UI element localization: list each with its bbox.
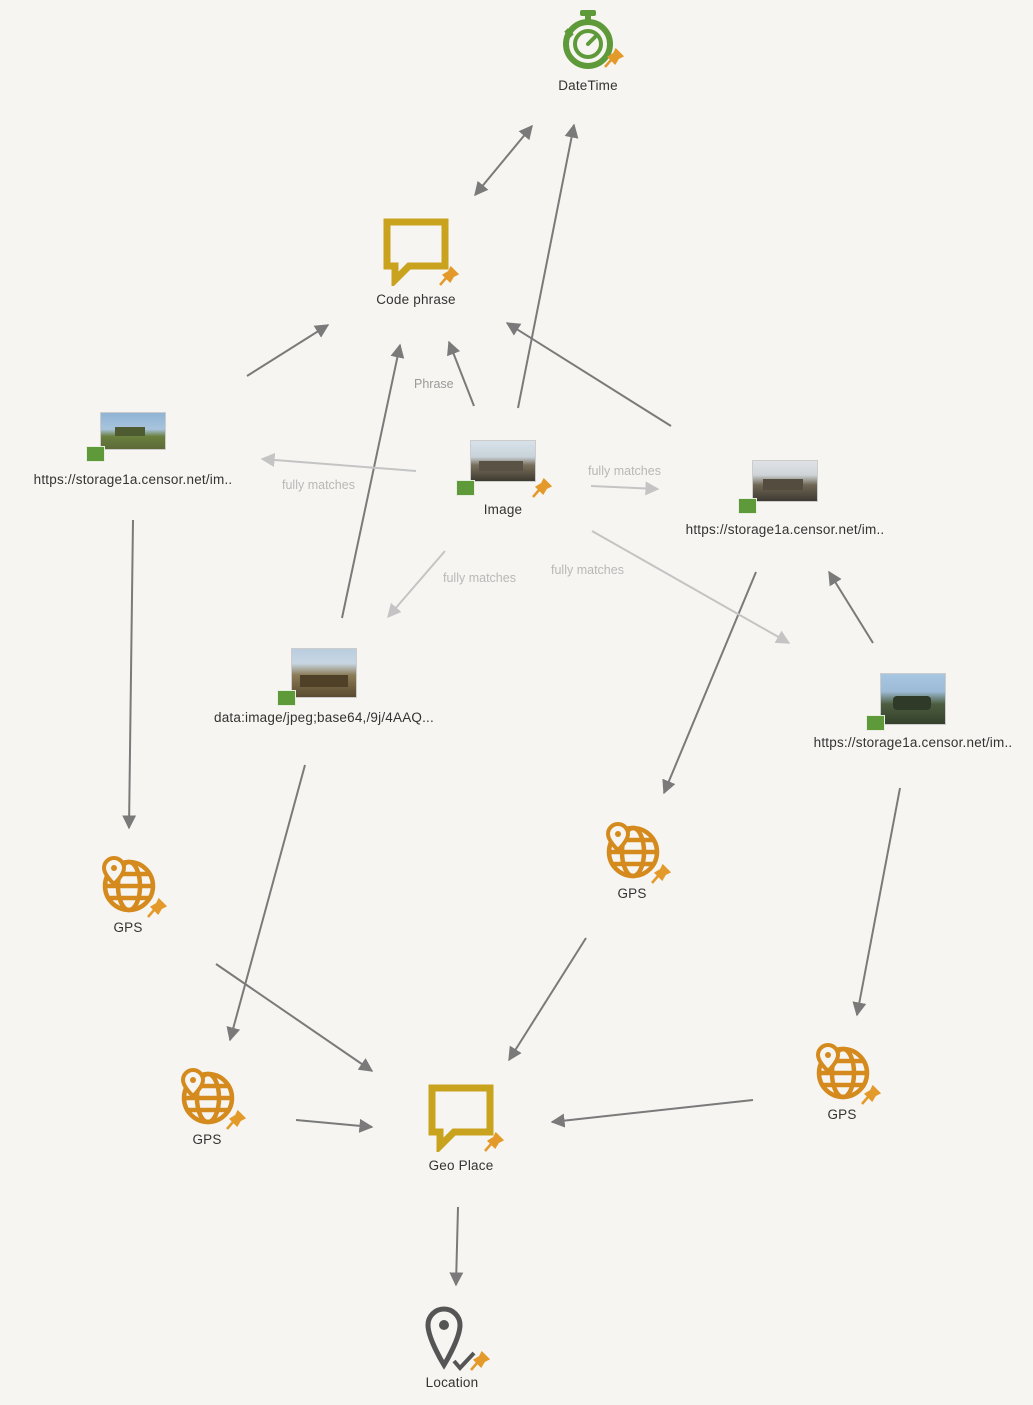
edge-gps3-geoplace[interactable] xyxy=(508,937,587,1062)
pin-icon xyxy=(439,266,459,286)
node-gps-2[interactable]: GPS xyxy=(87,1067,327,1147)
pin-icon xyxy=(470,1351,490,1371)
pin-icon xyxy=(861,1085,881,1105)
edge-image-dataimage[interactable] xyxy=(387,550,446,619)
node-gps-1[interactable]: GPS xyxy=(8,855,248,935)
node-label: GPS xyxy=(827,1107,857,1122)
image-thumbnail-icon xyxy=(86,412,166,466)
pin-icon xyxy=(532,478,552,498)
edge-urlfarright-gps4[interactable] xyxy=(852,787,901,1017)
speech-bubble-icon xyxy=(428,1084,504,1155)
node-label: https://storage1a.censor.net/im.. xyxy=(813,735,1013,750)
node-label: Code phrase xyxy=(376,292,456,307)
node-label: Location xyxy=(425,1375,479,1390)
node-gps-4[interactable]: GPS xyxy=(722,1042,962,1122)
edge-geoplace-location[interactable] xyxy=(449,1206,464,1287)
location-pin-icon xyxy=(424,1305,490,1377)
pin-icon xyxy=(226,1110,246,1130)
node-gps-3[interactable]: GPS xyxy=(512,821,752,901)
node-geo-place[interactable]: Geo Place xyxy=(341,1084,581,1173)
edge-urlleft-codephrase[interactable] xyxy=(246,324,330,377)
node-label: Geo Place xyxy=(428,1158,494,1173)
edge-codephrase-datetime[interactable] xyxy=(474,124,533,197)
edge-label-phrase: Phrase xyxy=(414,377,454,391)
speech-bubble-icon xyxy=(383,218,459,289)
edge-urlfarright-urlright[interactable] xyxy=(828,570,874,644)
edge-image-urlleft[interactable] xyxy=(260,453,417,472)
node-url-left[interactable]: https://storage1a.censor.net/im.. xyxy=(13,412,253,487)
edge-image-urlfarright[interactable] xyxy=(591,530,791,644)
edge-image-urlright[interactable] xyxy=(590,481,660,496)
edge-gps4-geoplace[interactable] xyxy=(550,1099,754,1128)
globe-pin-icon xyxy=(99,855,167,918)
node-code-phrase[interactable]: Code phrase xyxy=(296,218,536,307)
pin-icon xyxy=(484,1132,504,1152)
node-label: GPS xyxy=(113,920,143,935)
node-label: GPS xyxy=(617,886,647,901)
node-image[interactable]: Image xyxy=(383,440,623,517)
pin-icon xyxy=(604,48,624,68)
image-thumbnail-icon xyxy=(738,460,818,516)
node-data-image[interactable]: data:image/jpeg;base64,/9j/4AAQ... xyxy=(204,648,444,725)
image-thumbnail-icon xyxy=(866,673,946,731)
edge-gps2-geoplace[interactable] xyxy=(295,1118,374,1133)
node-url-right[interactable]: https://storage1a.censor.net/im.. xyxy=(665,460,905,537)
edge-dataimage-codephrase[interactable] xyxy=(341,343,405,619)
edge-urlright-codephrase[interactable] xyxy=(505,322,672,427)
edge-label-fully-matches: fully matches xyxy=(551,563,624,577)
edge-urlleft-gps1[interactable] xyxy=(122,519,137,830)
globe-pin-icon xyxy=(813,1042,881,1105)
pin-icon xyxy=(147,898,167,918)
node-label: data:image/jpeg;base64,/9j/4AAQ... xyxy=(214,710,434,725)
node-url-far-right[interactable]: https://storage1a.censor.net/im.. xyxy=(793,673,1033,750)
edge-label-fully-matches: fully matches xyxy=(282,478,355,492)
node-location[interactable]: Location xyxy=(332,1305,572,1390)
globe-pin-icon xyxy=(603,821,671,884)
pin-icon xyxy=(651,864,671,884)
edge-gps1-geoplace[interactable] xyxy=(215,963,374,1072)
node-label: https://storage1a.censor.net/im.. xyxy=(33,472,233,487)
image-thumbnail-icon xyxy=(277,648,357,706)
edge-urlright-gps3[interactable] xyxy=(662,571,757,795)
edge-image-datetime[interactable] xyxy=(517,123,579,409)
globe-pin-icon xyxy=(178,1067,246,1130)
node-label: Image xyxy=(483,502,523,517)
stopwatch-icon xyxy=(558,8,624,72)
edge-dataimage-gps2[interactable] xyxy=(226,764,306,1042)
image-thumbnail-icon xyxy=(456,440,552,498)
edge-label-fully-matches: fully matches xyxy=(443,571,516,585)
edge-label-fully-matches: fully matches xyxy=(588,464,661,478)
node-label: GPS xyxy=(192,1132,222,1147)
node-label: https://storage1a.censor.net/im.. xyxy=(685,522,885,537)
node-datetime[interactable]: DateTime xyxy=(468,8,708,93)
node-label: DateTime xyxy=(558,78,618,93)
edge-image-codephrase[interactable] xyxy=(447,340,475,407)
